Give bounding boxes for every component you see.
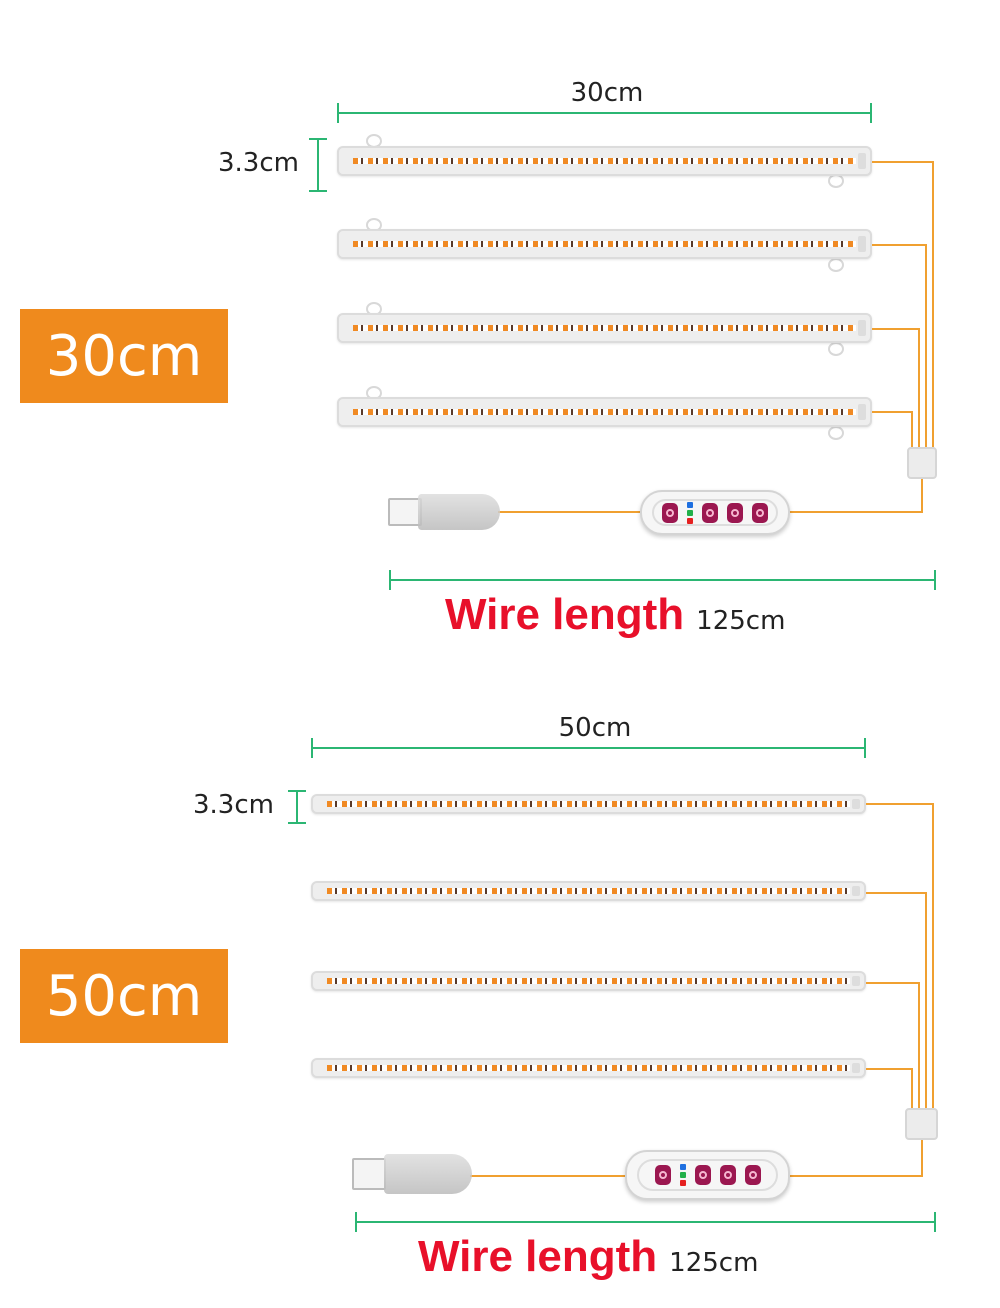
controller [625, 1150, 790, 1200]
cycle-icon[interactable] [694, 1165, 711, 1185]
led-bar [311, 1058, 866, 1078]
cycle-icon[interactable] [702, 502, 718, 523]
led-bar [337, 313, 872, 343]
led-bar [337, 397, 872, 427]
led-bar [337, 146, 872, 176]
timer-icon[interactable] [727, 502, 743, 523]
wire-length-dimension-line [389, 570, 936, 590]
wire-length-dimension-line [355, 1212, 936, 1232]
indicator-leds [687, 501, 693, 524]
timer-icon[interactable] [719, 1165, 736, 1185]
dimmer-icon[interactable] [752, 502, 768, 523]
width-label: 3.3cm [193, 790, 274, 820]
length-label: 50cm [558, 713, 632, 743]
power-icon[interactable] [654, 1165, 671, 1185]
wire-length-row: Wire length 125cm [445, 590, 785, 640]
length-dimension-line [337, 103, 872, 123]
usb-plug-icon [352, 1154, 472, 1194]
dimmer-icon[interactable] [744, 1165, 761, 1185]
led-bar [311, 794, 866, 814]
power-icon[interactable] [662, 502, 678, 523]
splitter-connector [907, 447, 937, 479]
indicator-leds [679, 1164, 686, 1186]
usb-plug-icon [388, 494, 500, 530]
length-label: 30cm [570, 78, 644, 108]
wire-length-value: 125cm [669, 1248, 759, 1278]
wire-length-value: 125cm [696, 606, 786, 636]
wire-length-label: Wire length [445, 590, 685, 639]
led-bar [311, 971, 866, 991]
wire-length-label: Wire length [418, 1232, 658, 1281]
size-badge: 30cm [20, 309, 228, 403]
led-bar [337, 229, 872, 259]
width-dimension-line [309, 138, 327, 192]
led-bar [311, 881, 866, 901]
size-badge: 50cm [20, 949, 228, 1043]
length-dimension-line [311, 738, 866, 758]
width-dimension-line [288, 790, 306, 824]
controller [640, 490, 790, 535]
splitter-connector [905, 1108, 938, 1140]
wire-length-row: Wire length 125cm [418, 1232, 758, 1282]
width-label: 3.3cm [218, 148, 299, 178]
